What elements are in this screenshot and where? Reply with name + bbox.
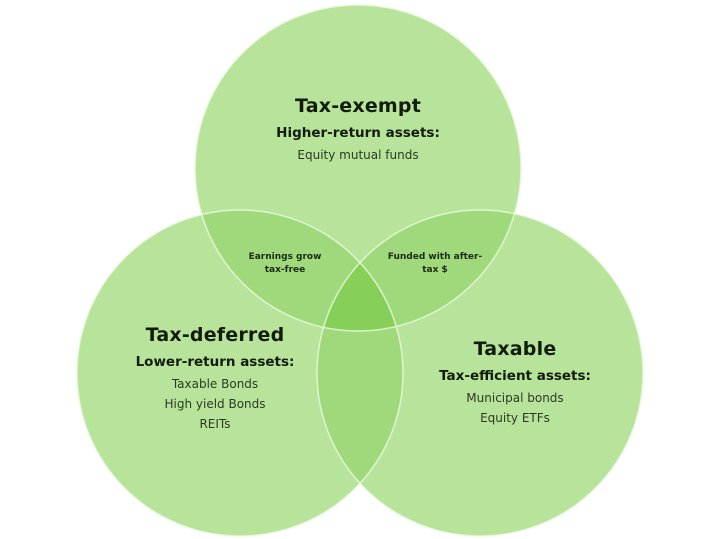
taxable-item: Equity ETFs — [480, 411, 550, 425]
taxable-subtitle: Tax-efficient assets: — [439, 368, 591, 384]
overlap-top-left — [195, 210, 403, 331]
taxable-label: Taxable Tax-efficient assets: Municipal … — [405, 338, 625, 428]
tax-deferred-subtitle: Lower-return assets: — [135, 354, 295, 370]
tax-deferred-title: Tax-deferred — [145, 324, 285, 346]
tax-exempt-subtitle: Higher-return assets: — [276, 125, 440, 141]
overlap-top-left-line2: tax-free — [264, 265, 306, 275]
taxable-title: Taxable — [473, 338, 557, 360]
tax-exempt-title: Tax-exempt — [295, 95, 421, 117]
tax-deferred-label: Tax-deferred Lower-return assets: Taxabl… — [100, 324, 330, 434]
overlap-top-right-line2: tax $ — [422, 265, 448, 275]
overlap-top-right-label: Funded with after- tax $ — [380, 251, 490, 277]
overlap-top-right — [317, 210, 521, 331]
overlap-top-right-line1: Funded with after- — [387, 252, 483, 262]
tax-deferred-item: High yield Bonds — [164, 397, 266, 411]
overlap-top-left-label: Earnings grow tax-free — [230, 251, 340, 277]
taxable-item: Municipal bonds — [466, 391, 564, 405]
tax-deferred-item: Taxable Bonds — [171, 377, 259, 391]
tax-deferred-item: REITs — [199, 417, 231, 431]
overlap-top-left-line1: Earnings grow — [248, 252, 322, 262]
tax-exempt-label: Tax-exempt Higher-return assets: Equity … — [238, 95, 478, 165]
tax-exempt-item: Equity mutual funds — [297, 148, 419, 162]
